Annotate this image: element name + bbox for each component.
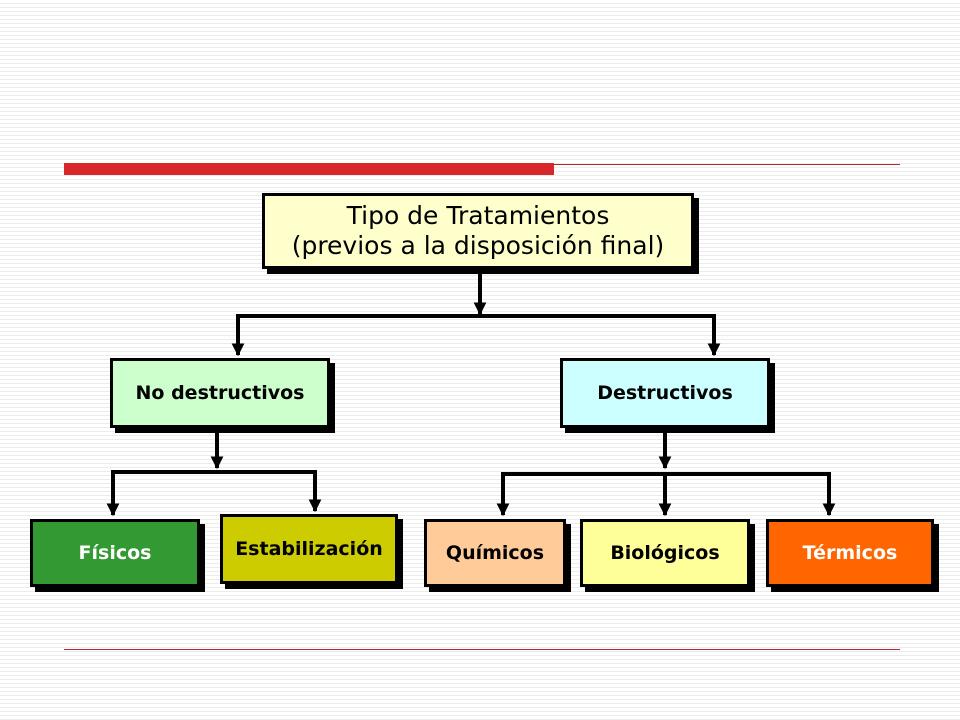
top-rule [554, 164, 900, 165]
node-quimicos: Químicos [424, 519, 566, 587]
node-label: Destructivos [597, 382, 733, 404]
node-label: No destructivos [135, 382, 305, 404]
node-label: Biológicos [610, 542, 720, 564]
node-destructivos: Destructivos [560, 358, 770, 428]
node-label: Térmicos [802, 542, 898, 564]
root-node: Tipo de Tratamientos (previos a la dispo… [262, 193, 694, 269]
node-no-destructivos: No destructivos [110, 358, 330, 428]
node-label: Químicos [445, 542, 545, 564]
bottom-rule [64, 649, 900, 650]
node-estabilizacion: Estabilización [220, 514, 398, 584]
root-title: Tipo de Tratamientos [346, 201, 610, 230]
node-label: Físicos [78, 542, 152, 564]
accent-bar [64, 163, 554, 175]
node-label: Estabilización [235, 538, 383, 560]
node-termicos: Térmicos [766, 519, 934, 587]
node-biologicos: Biológicos [580, 519, 750, 587]
root-subtitle: (previos a la disposición final) [291, 231, 665, 260]
node-fisicos: Físicos [30, 519, 200, 587]
